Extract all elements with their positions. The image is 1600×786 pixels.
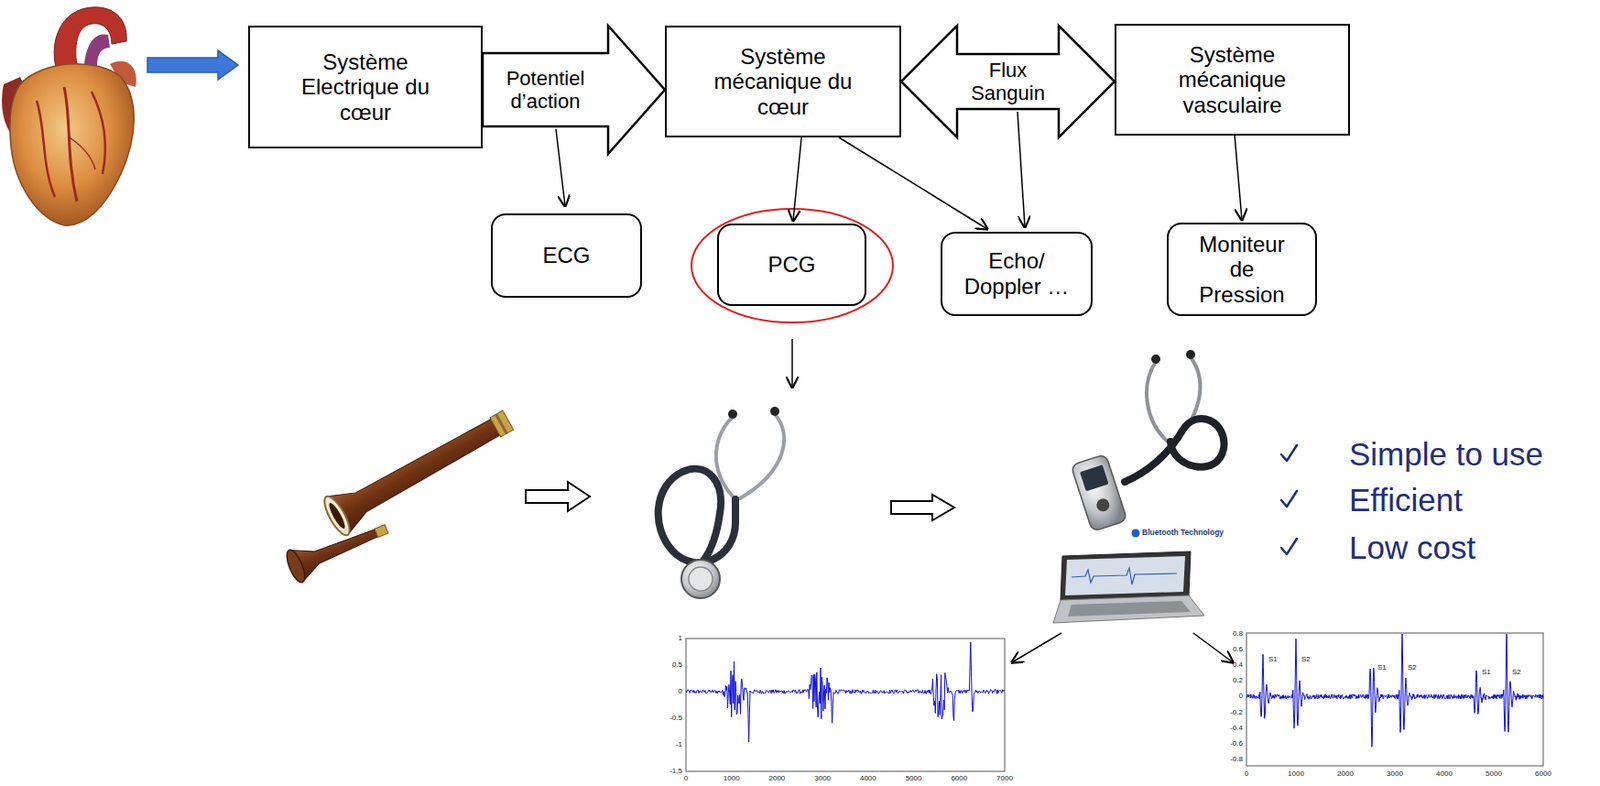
- axis-tick: 1000: [1287, 770, 1305, 779]
- axis-tick: 6000: [1534, 770, 1552, 779]
- axis-tick: 4000: [1436, 770, 1453, 779]
- axis-tick: -0.2: [1229, 707, 1243, 717]
- axis-tick: 0: [1244, 770, 1249, 779]
- highlight-ellipse: [691, 208, 893, 323]
- sound-label: S2: [1407, 663, 1417, 673]
- axis-tick: -0.5: [669, 714, 683, 723]
- box-text: Moniteur de Pression: [1186, 231, 1297, 308]
- connector-arrow: [793, 137, 802, 221]
- sound-label: S2: [1301, 655, 1311, 664]
- axis-tick: 3000: [814, 774, 831, 784]
- axis-tick: 0.8: [1232, 630, 1243, 639]
- system-box: Système mécanique du cœur: [664, 25, 902, 138]
- plot-frame: [685, 638, 1005, 772]
- axis-tick: 6000: [950, 774, 968, 784]
- axis-tick: 0: [1239, 692, 1243, 701]
- leader-arrow: [1017, 111, 1025, 228]
- rounded-box: Echo/ Doppler …: [940, 231, 1093, 316]
- box-text: ECG: [542, 242, 590, 269]
- sound-label: S2: [1512, 668, 1522, 677]
- block-arrow: [482, 25, 665, 154]
- connector-arrow: [1234, 135, 1242, 220]
- check-mark: [1281, 445, 1297, 555]
- axis-tick: 0.6: [1232, 645, 1243, 654]
- hollow-arrow: [525, 481, 590, 512]
- axis-tick: 5000: [1485, 770, 1503, 779]
- system-box: Système mécanique vasculaire: [1114, 23, 1350, 136]
- feature-item: Simple to use: [1349, 436, 1544, 473]
- sound-label: S1: [1268, 655, 1278, 664]
- block-arrow: [901, 25, 1115, 138]
- axis-tick: 0.2: [1232, 676, 1243, 686]
- electronic-stethoscope: [1070, 349, 1224, 538]
- sound-label: S1: [1481, 668, 1492, 677]
- rounded-box: PCG: [717, 223, 867, 306]
- device-brand: Bluetooth Technology: [1142, 528, 1224, 537]
- axis-tick: 2000: [1337, 770, 1354, 779]
- plot-frame: [1246, 632, 1544, 766]
- sound-label: S1: [1377, 663, 1387, 673]
- box-text: PCG: [767, 251, 816, 278]
- laptop: [1053, 551, 1205, 623]
- hollow-arrow: [891, 494, 955, 521]
- leader-arrow: [791, 338, 794, 388]
- leader-arrow: [1012, 632, 1062, 663]
- axis-tick: 3000: [1386, 770, 1404, 779]
- edge-label: Potentiel d’action: [491, 66, 600, 114]
- pcg-waveform: [1246, 633, 1544, 747]
- axis-tick: -0.4: [1229, 723, 1243, 732]
- edge-label: Flux Sanguin: [960, 58, 1056, 106]
- axis-tick: 0: [684, 774, 688, 784]
- axis-tick: 0: [678, 687, 683, 697]
- axis-tick: 2000: [769, 774, 786, 784]
- wooden-stethoscope: [282, 512, 393, 585]
- input-arrow: [147, 50, 239, 80]
- rounded-box: Moniteur de Pression: [1166, 222, 1318, 316]
- axis-tick: -0.6: [1229, 739, 1243, 748]
- box-text: Système mécanique du cœur: [700, 43, 866, 120]
- rounded-box: ECG: [490, 213, 643, 298]
- pcg-waveform: [685, 642, 1005, 742]
- axis-tick: 7000: [996, 774, 1013, 784]
- axis-tick: -0.8: [1229, 754, 1243, 763]
- leader-arrow: [555, 129, 566, 207]
- leader-arrow: [1193, 632, 1233, 663]
- axis-tick: 4000: [859, 774, 877, 784]
- wooden-stethoscope: [319, 401, 519, 539]
- feature-item: Efficient: [1349, 482, 1463, 519]
- feature-item: Low cost: [1349, 530, 1476, 566]
- axis-tick: -1.5: [669, 767, 683, 776]
- system-box: Système Electrique du cœur: [248, 25, 483, 149]
- axis-tick: 1000: [723, 774, 741, 784]
- heart-illustration: [1, 7, 137, 226]
- connector-arrow: [838, 137, 988, 229]
- axis-tick: -1: [675, 740, 683, 750]
- axis-tick: 5000: [905, 774, 923, 784]
- box-text: Système mécanique vasculaire: [1154, 42, 1311, 119]
- stethoscope: [658, 406, 784, 599]
- axis-tick: 0.5: [672, 661, 683, 670]
- axis-tick: 1: [678, 634, 683, 643]
- box-text: Système Electrique du cœur: [282, 49, 448, 126]
- axis-tick: 0.4: [1232, 661, 1243, 670]
- box-text: Echo/ Doppler …: [952, 248, 1081, 299]
